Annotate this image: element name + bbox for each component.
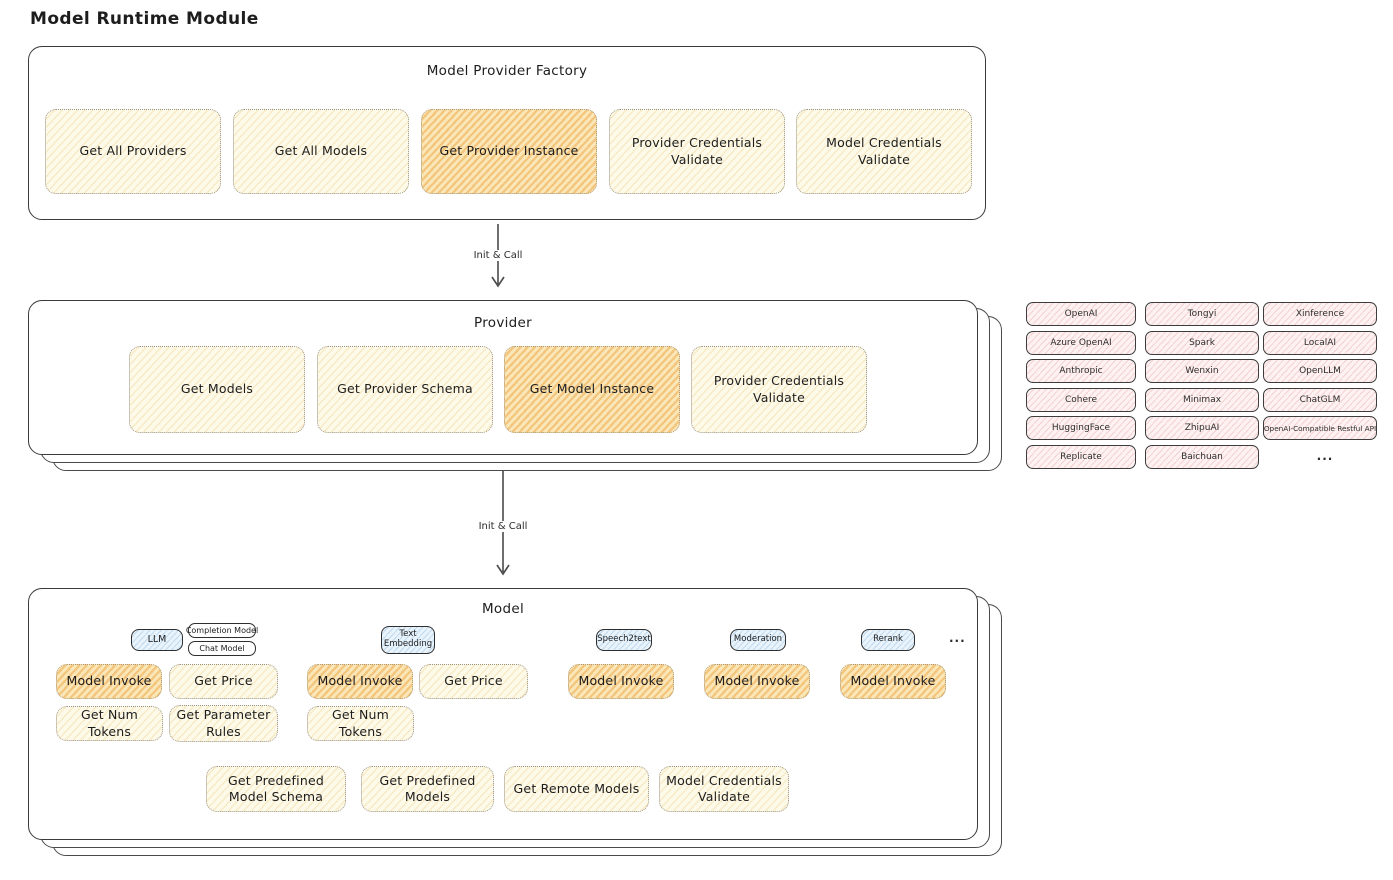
tab-chat-model: Chat Model — [188, 641, 256, 656]
arrow1-label: Init & Call — [468, 250, 528, 261]
provider-list-more-ellipsis: ... — [1316, 449, 1334, 463]
get-remote-models-node: Get Remote Models — [504, 766, 649, 812]
model-title: Model — [481, 601, 525, 617]
llm-get-price-node: Get Price — [169, 664, 278, 699]
provider-chip-openai-compatible-restful-api: OpenAI-Compatible Restful API — [1263, 416, 1377, 440]
tab-llm: LLM — [131, 629, 183, 651]
provider-chip-wenxin: Wenxin — [1145, 359, 1259, 383]
speech2text-model-invoke-node: Model Invoke — [568, 664, 674, 699]
tab-completion-model: Completion Model — [186, 623, 258, 638]
model-credentials-validate-node: Model Credentials Validate — [659, 766, 789, 812]
model-tabs-more-ellipsis: ... — [949, 631, 966, 645]
rerank-model-invoke-node: Model Invoke — [840, 664, 946, 699]
model-panel: Model LLM Completion Model Chat Model Te… — [28, 588, 978, 840]
factory-model-credentials-validate-node: Model Credentials Validate — [796, 109, 972, 194]
provider-get-provider-schema-node: Get Provider Schema — [317, 346, 493, 433]
factory-get-all-models-node: Get All Models — [233, 109, 409, 194]
provider-chip-openai: OpenAI — [1026, 302, 1136, 326]
tab-speech2text: Speech2text — [596, 629, 652, 651]
provider-credentials-validate-node: Provider Credentials Validate — [691, 346, 867, 433]
factory-panel: Model Provider Factory Get All Providers… — [28, 46, 986, 220]
provider-chip-azure-openai: Azure OpenAI — [1026, 331, 1136, 355]
provider-chip-replicate: Replicate — [1026, 445, 1136, 469]
get-predefined-models-node: Get Predefined Models — [361, 766, 494, 812]
provider-chip-localai: LocalAI — [1263, 331, 1377, 355]
provider-get-model-instance-node: Get Model Instance — [504, 346, 680, 433]
provider-chip-chatglm: ChatGLM — [1263, 388, 1377, 412]
moderation-model-invoke-node: Model Invoke — [704, 664, 810, 699]
provider-chip-spark: Spark — [1145, 331, 1259, 355]
provider-get-models-node: Get Models — [129, 346, 305, 433]
arrow2-label: Init & Call — [473, 521, 533, 532]
provider-chip-anthropic: Anthropic — [1026, 359, 1136, 383]
embedding-get-num-tokens-node: Get Num Tokens — [307, 706, 414, 741]
llm-model-invoke-node: Model Invoke — [56, 664, 162, 699]
provider-chip-xinference: Xinference — [1263, 302, 1377, 326]
provider-chip-openllm: OpenLLM — [1263, 359, 1377, 383]
factory-title: Model Provider Factory — [426, 63, 588, 79]
tab-moderation: Moderation — [730, 629, 786, 651]
provider-chip-baichuan: Baichuan — [1145, 445, 1259, 469]
page-title: Model Runtime Module — [30, 9, 259, 29]
embedding-model-invoke-node: Model Invoke — [307, 664, 413, 699]
tab-rerank: Rerank — [861, 629, 915, 651]
factory-provider-credentials-validate-node: Provider Credentials Validate — [609, 109, 785, 194]
provider-chip-zhipuai: ZhipuAI — [1145, 416, 1259, 440]
tab-text-embedding: Text Embedding — [381, 626, 435, 654]
llm-get-parameter-rules-node: Get Parameter Rules — [169, 705, 278, 742]
factory-get-all-providers-node: Get All Providers — [45, 109, 221, 194]
get-predefined-model-schema-node: Get Predefined Model Schema — [206, 766, 346, 812]
provider-chip-huggingface: HuggingFace — [1026, 416, 1136, 440]
llm-get-num-tokens-node: Get Num Tokens — [56, 706, 163, 741]
provider-chip-cohere: Cohere — [1026, 388, 1136, 412]
embedding-get-price-node: Get Price — [419, 664, 528, 699]
provider-panel: Provider Get Models Get Provider Schema … — [28, 300, 978, 455]
provider-chip-minimax: Minimax — [1145, 388, 1259, 412]
provider-title: Provider — [474, 315, 532, 331]
factory-get-provider-instance-node: Get Provider Instance — [421, 109, 597, 194]
provider-chip-tongyi: Tongyi — [1145, 302, 1259, 326]
